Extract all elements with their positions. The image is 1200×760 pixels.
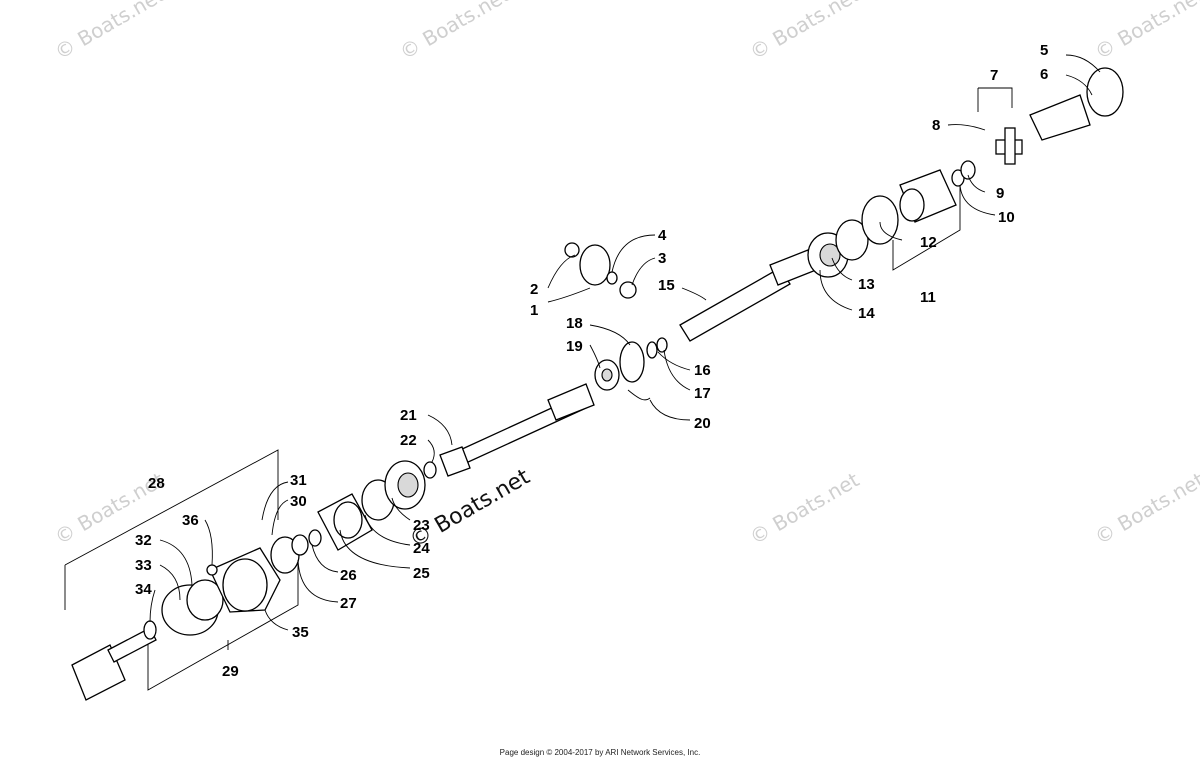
callout-32: 32 <box>135 532 152 549</box>
callout-29: 29 <box>222 663 239 680</box>
callout-30: 30 <box>290 493 307 510</box>
callout-8: 8 <box>932 117 940 134</box>
callout-34: 34 <box>135 581 152 598</box>
callout-5: 5 <box>1040 42 1048 59</box>
callout-1: 1 <box>530 302 538 319</box>
callout-4: 4 <box>658 227 667 244</box>
callout-10: 10 <box>998 209 1015 226</box>
callout-13: 13 <box>858 276 875 293</box>
callout-22: 22 <box>400 432 417 449</box>
callout-2: 2 <box>530 281 538 298</box>
callout-36: 36 <box>182 512 199 529</box>
callout-27: 27 <box>340 595 357 612</box>
callout-20: 20 <box>694 415 711 432</box>
callout-18: 18 <box>566 315 583 332</box>
callout-3: 3 <box>658 250 666 267</box>
callout-12: 12 <box>920 234 937 251</box>
upper-shaft <box>679 249 817 342</box>
callout-35: 35 <box>292 624 309 641</box>
gear-group-top <box>564 242 637 299</box>
watermark-7: © Boats.net <box>1091 467 1200 549</box>
callout-23: 23 <box>413 517 430 534</box>
callout-33: 33 <box>135 557 152 574</box>
callout-6: 6 <box>1040 66 1048 83</box>
callout-31: 31 <box>290 472 307 489</box>
leader-lines <box>149 54 1101 631</box>
callout-24: 24 <box>413 540 430 557</box>
watermark-4: © Boats.net <box>1091 0 1200 64</box>
page-footer: Page design © 2004-2017 by ARI Network S… <box>499 748 701 757</box>
upper-right-assembly <box>807 67 1124 278</box>
lower-shaft <box>439 383 595 477</box>
callout-7: 7 <box>990 67 998 84</box>
bearings-middle <box>270 460 437 574</box>
callout-15: 15 <box>658 277 675 294</box>
cv-boot-assembly <box>71 547 281 701</box>
watermark-2: © Boats.net <box>396 0 514 64</box>
bracket-lines <box>64 87 1013 691</box>
callout-11: 11 <box>920 289 936 306</box>
callout-26: 26 <box>340 567 357 584</box>
callout-21: 21 <box>400 407 417 424</box>
callouts: 1 2 3 4 5 6 7 8 9 10 11 12 13 14 15 16 1… <box>135 42 1048 680</box>
callout-16: 16 <box>694 362 711 379</box>
watermark-3: © Boats.net <box>746 0 864 64</box>
callout-14: 14 <box>858 305 875 322</box>
callout-28: 28 <box>148 475 165 492</box>
callout-17: 17 <box>694 385 711 402</box>
watermark-6: © Boats.net <box>746 467 864 549</box>
callout-25: 25 <box>413 565 430 582</box>
watermarks: © Boats.net © Boats.net © Boats.net © Bo… <box>51 0 1200 553</box>
gear-group-center <box>594 337 668 401</box>
callout-19: 19 <box>566 338 583 355</box>
watermark-1: © Boats.net <box>51 0 169 64</box>
callout-9: 9 <box>996 185 1004 202</box>
